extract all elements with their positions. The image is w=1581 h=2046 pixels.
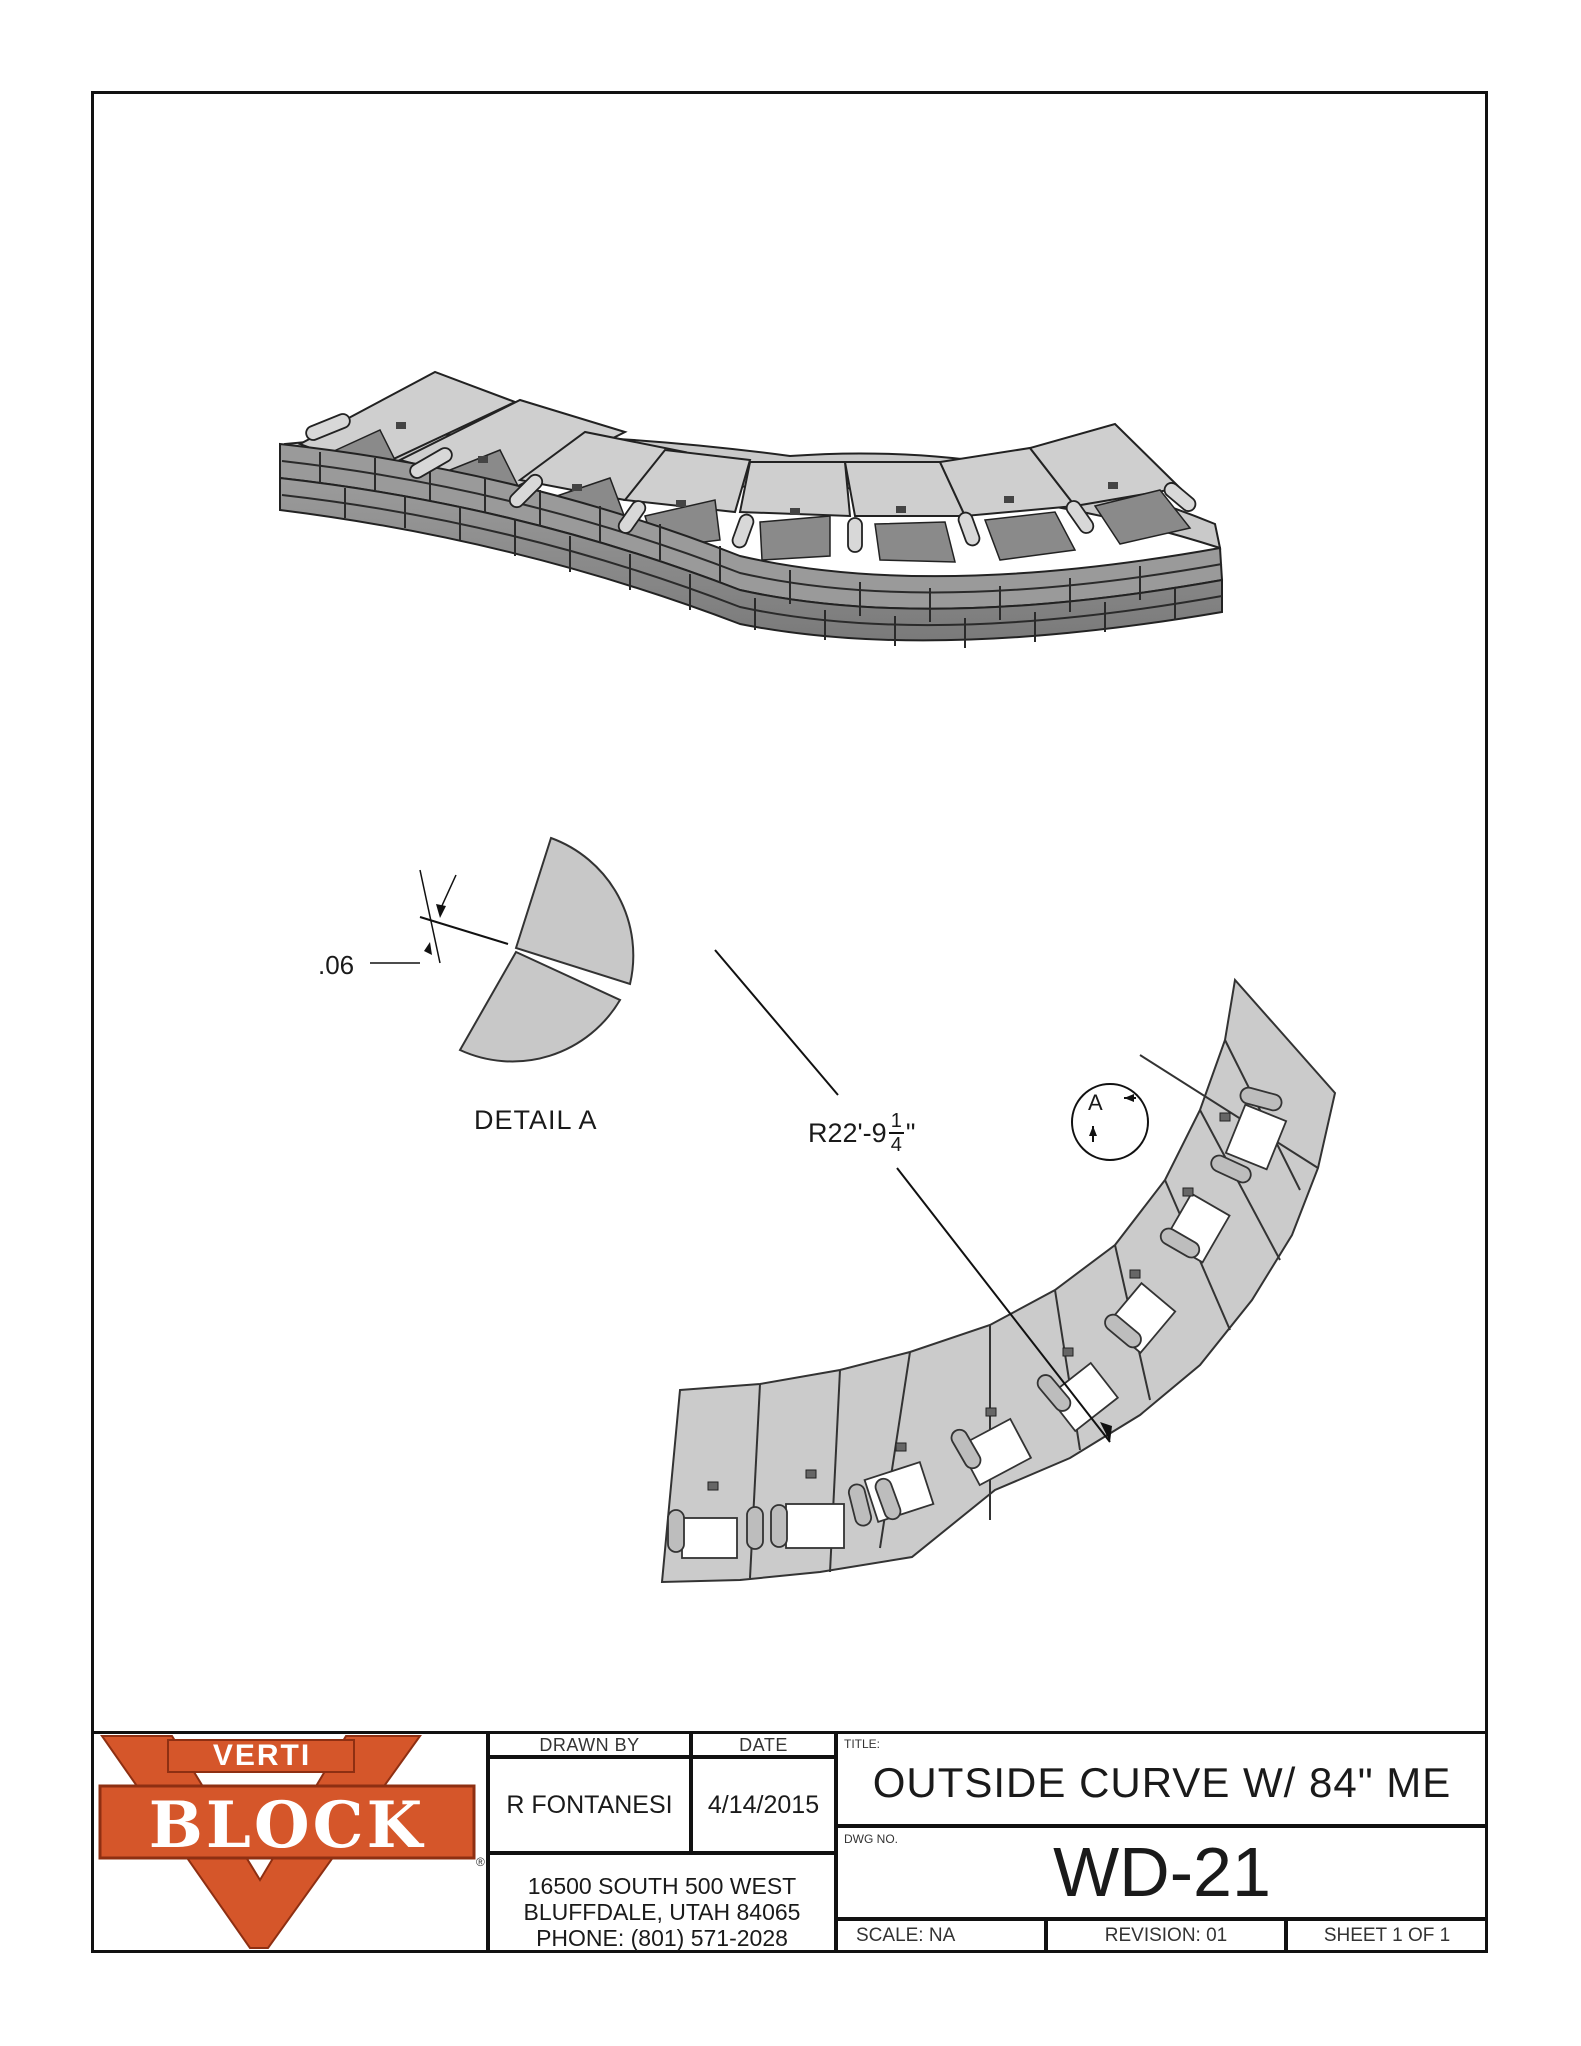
address-city: BLUFFDALE, UTAH 84065	[523, 1899, 801, 1925]
address-cell: 16500 SOUTH 500 WEST BLUFFDALE, UTAH 840…	[488, 1853, 836, 1953]
logo-registered-mark: ®	[476, 1855, 485, 1869]
radius-fraction: 1 4	[888, 1110, 904, 1156]
revision-value: REVISION: 01	[1046, 1919, 1286, 1953]
detail-dimension-label: .06	[318, 950, 355, 980]
title-cell: TITLE: OUTSIDE CURVE W/ 84" ME	[836, 1731, 1488, 1826]
scale-value: SCALE: NA	[836, 1919, 1046, 1953]
radius-fraction-denominator: 4	[890, 1134, 902, 1156]
radius-value: R22'-9	[808, 1117, 887, 1148]
dwg-no-cell: DWG NO. WD-21	[836, 1826, 1488, 1919]
title-block: DRAWN BY DATE R FONTANESI 4/14/2015 1650…	[91, 1731, 1488, 1953]
detail-a-view	[370, 836, 635, 1063]
date-header: DATE	[691, 1731, 836, 1757]
logo-word-top: VERTI	[212, 1739, 312, 1772]
logo-word-main: BLOCK	[148, 1788, 426, 1863]
logo-cell	[91, 1731, 488, 1953]
date-value: 4/14/2015	[691, 1757, 836, 1853]
address-street: 16500 SOUTH 500 WEST	[527, 1873, 797, 1899]
drawn-by-value: R FONTANESI	[488, 1757, 691, 1853]
address-phone: PHONE: (801) 571-2028	[536, 1925, 788, 1951]
radius-fraction-numerator: 1	[888, 1110, 904, 1134]
plan-view-curve	[660, 949, 1337, 1584]
radius-dimension: R22'-9 1 4 "	[808, 1110, 915, 1156]
dwg-no-value: WD-21	[1053, 1833, 1271, 1911]
detail-marker-label: A	[1088, 1090, 1103, 1115]
radius-unit: "	[905, 1117, 916, 1148]
drawn-by-header: DRAWN BY	[488, 1731, 691, 1757]
sheet-value: SHEET 1 OF 1	[1286, 1919, 1488, 1953]
detail-a-label: DETAIL A	[474, 1105, 598, 1135]
verti-block-logo	[98, 1735, 476, 1949]
title-label: TITLE:	[844, 1737, 881, 1751]
isometric-wall-view	[279, 370, 1224, 648]
drawing-title: OUTSIDE CURVE W/ 84" ME	[872, 1759, 1452, 1806]
dwg-no-label: DWG NO.	[844, 1832, 898, 1846]
